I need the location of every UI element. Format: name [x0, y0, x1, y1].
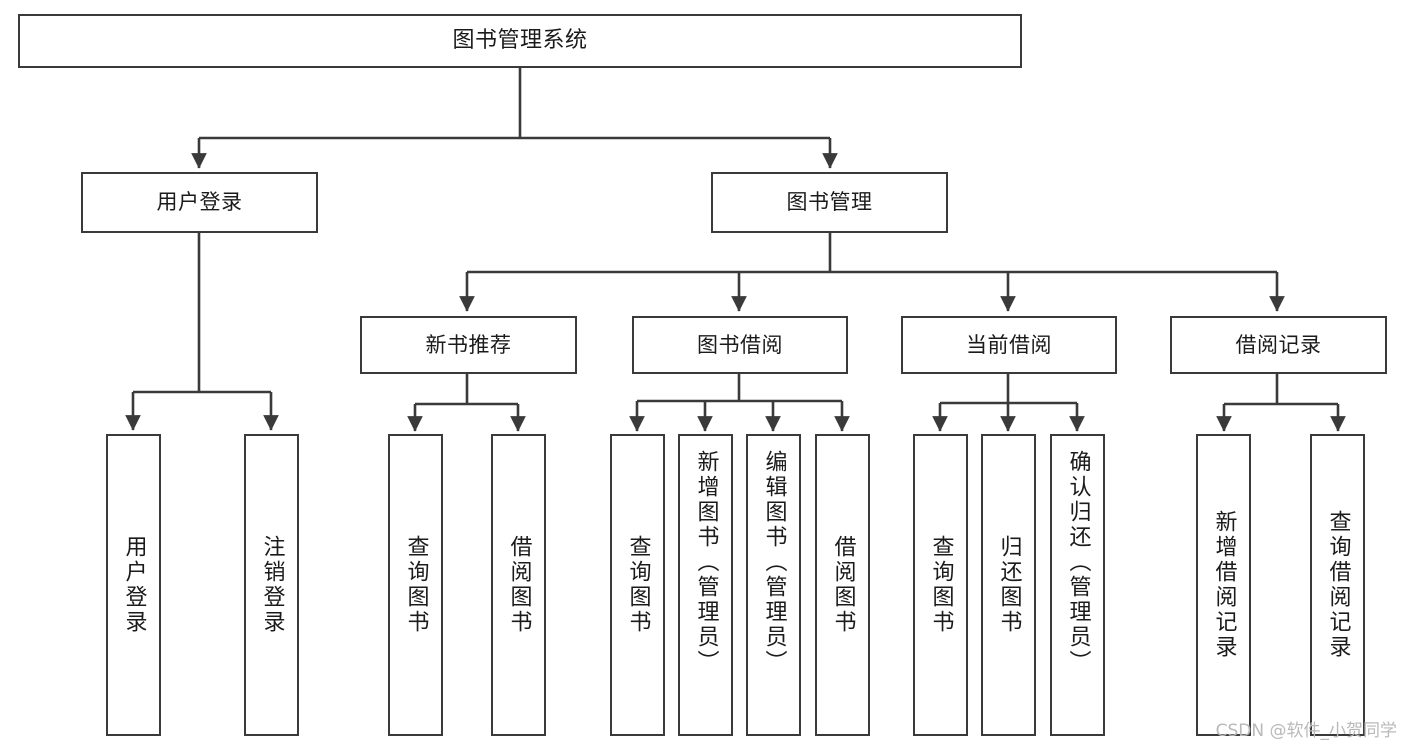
leaf-new-book-recommend-1[interactable]: 借阅图书 [491, 434, 546, 736]
node-root-label: 图书管理系统 [452, 28, 588, 54]
leaf-book-borrow-0-label: 查询图书 [625, 535, 651, 635]
leaf-current-borrow-1[interactable]: 归还图书 [981, 434, 1036, 736]
leaf-user-login-1-label: 注销登录 [259, 535, 285, 635]
leaf-borrow-records-0-label: 新增借阅记录 [1211, 510, 1237, 660]
leaf-current-borrow-0-label: 查询图书 [928, 535, 954, 635]
leaf-current-borrow-2[interactable]: 确认归还（管理员） [1050, 434, 1105, 736]
leaf-book-borrow-2-label: 编辑图书（管理员） [761, 450, 787, 675]
leaf-book-borrow-1-label: 新增图书（管理员） [693, 450, 719, 675]
node-book-borrow[interactable]: 图书借阅 [632, 316, 848, 374]
node-borrow-records-label: 借阅记录 [1235, 332, 1322, 357]
csdn-watermark: CSDN @软件_小贺同学 [1215, 721, 1397, 741]
node-current-borrow[interactable]: 当前借阅 [901, 316, 1117, 374]
leaf-book-borrow-3[interactable]: 借阅图书 [815, 434, 870, 736]
leaf-borrow-records-0[interactable]: 新增借阅记录 [1196, 434, 1251, 736]
leaf-current-borrow-1-label: 归还图书 [996, 535, 1022, 635]
leaf-book-borrow-1[interactable]: 新增图书（管理员） [678, 434, 733, 736]
leaf-user-login-1[interactable]: 注销登录 [244, 434, 299, 736]
leaf-new-book-recommend-1-label: 借阅图书 [506, 535, 532, 635]
leaf-new-book-recommend-0-label: 查询图书 [403, 535, 429, 635]
leaf-current-borrow-0[interactable]: 查询图书 [913, 434, 968, 736]
node-user-login[interactable]: 用户登录 [81, 172, 318, 233]
node-current-borrow-label: 当前借阅 [966, 332, 1052, 357]
leaf-book-borrow-2[interactable]: 编辑图书（管理员） [746, 434, 801, 736]
leaf-book-borrow-3-label: 借阅图书 [830, 535, 856, 635]
leaf-current-borrow-2-label: 确认归还（管理员） [1065, 450, 1091, 675]
node-book-management-label: 图书管理 [786, 190, 873, 215]
leaf-new-book-recommend-0[interactable]: 查询图书 [388, 434, 443, 736]
node-user-login-label: 用户登录 [156, 190, 243, 215]
leaf-user-login-0-label: 用户登录 [121, 535, 147, 635]
node-new-book-recommend-label: 新书推荐 [425, 332, 512, 357]
leaf-book-borrow-0[interactable]: 查询图书 [610, 434, 665, 736]
node-root[interactable]: 图书管理系统 [18, 14, 1022, 68]
node-book-borrow-label: 图书借阅 [697, 332, 783, 357]
leaf-borrow-records-1[interactable]: 查询借阅记录 [1310, 434, 1365, 736]
node-borrow-records[interactable]: 借阅记录 [1170, 316, 1387, 374]
leaf-borrow-records-1-label: 查询借阅记录 [1325, 510, 1351, 660]
node-new-book-recommend[interactable]: 新书推荐 [360, 316, 577, 374]
leaf-user-login-0[interactable]: 用户登录 [106, 434, 161, 736]
node-book-management[interactable]: 图书管理 [711, 172, 948, 233]
